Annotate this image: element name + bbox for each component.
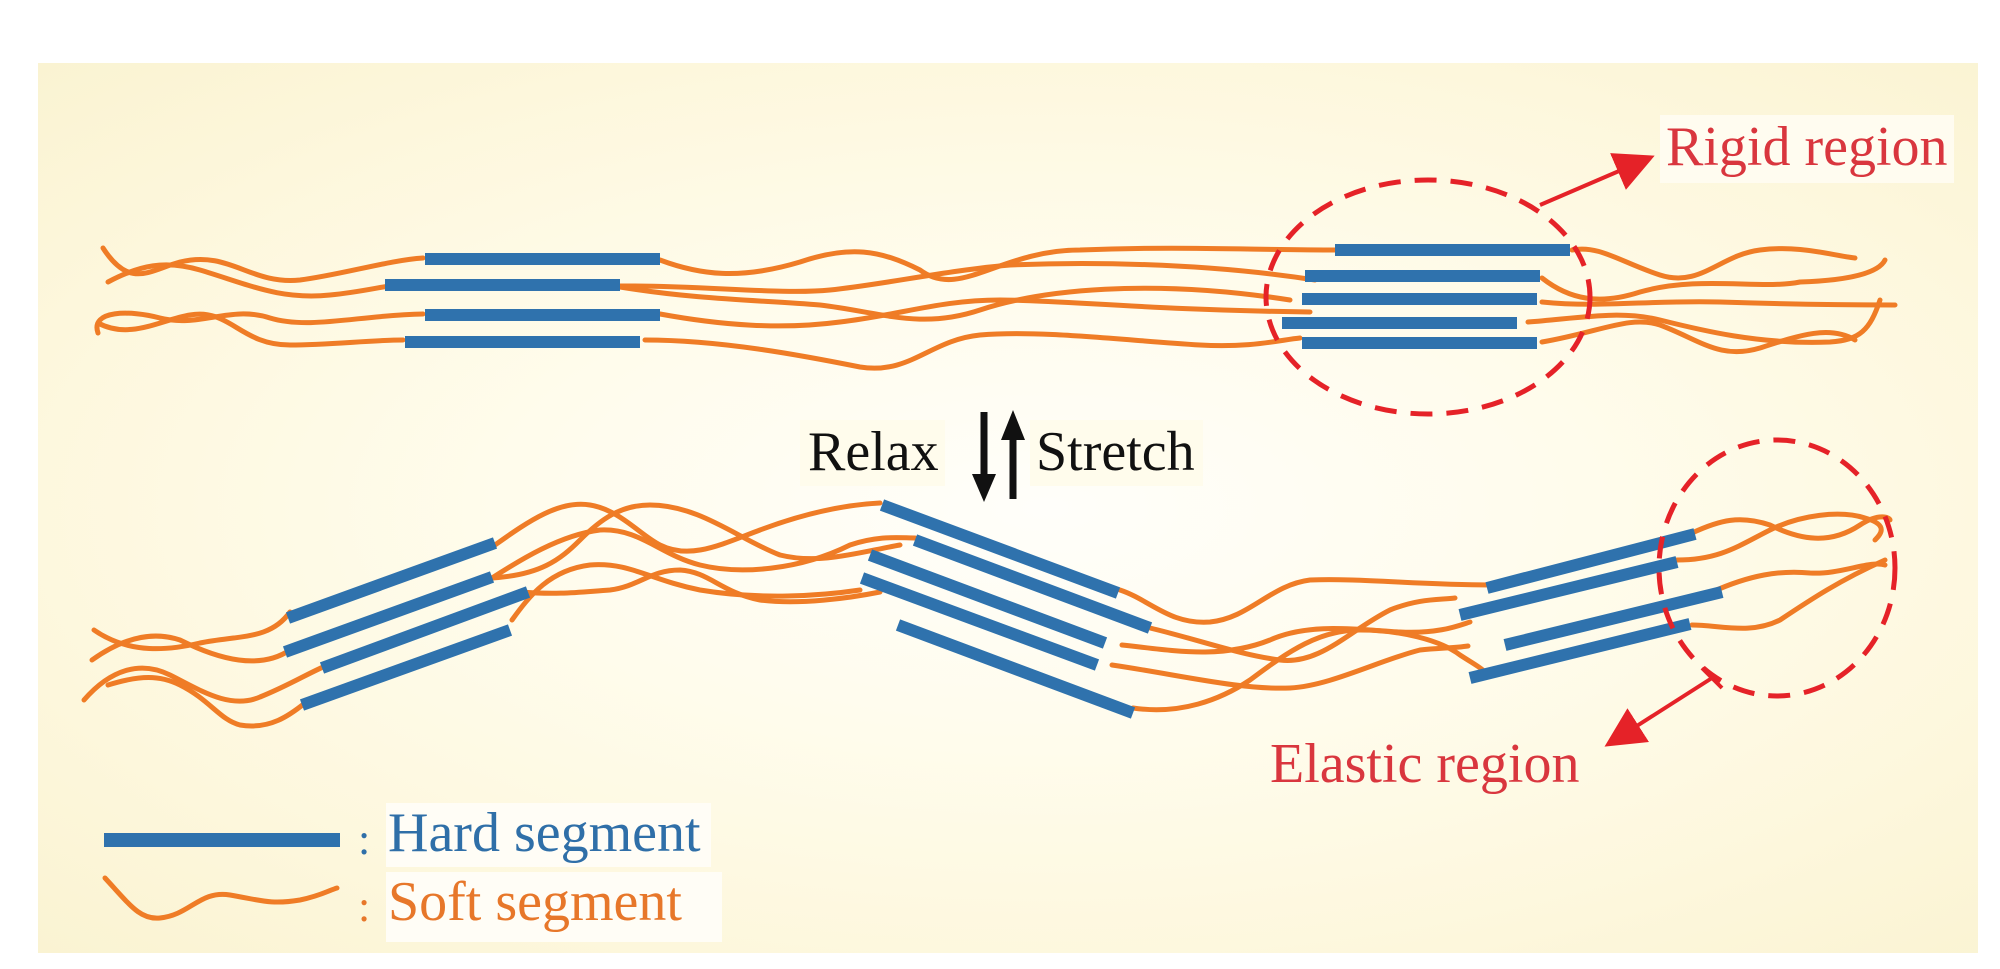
soft-segment — [89, 633, 308, 664]
soft-segment — [1109, 643, 1471, 691]
stretch-label: Stretch — [1030, 420, 1203, 486]
soft-segment — [1689, 514, 1893, 541]
arrow-up-icon — [1001, 410, 1025, 499]
relaxed-hard-segments — [282, 499, 1724, 719]
soft-segment — [657, 245, 1341, 283]
soft-segment — [517, 567, 883, 605]
rigid-region-highlight — [1263, 177, 1593, 417]
hard-segment — [912, 534, 1153, 634]
legend-soft-colon: : — [358, 882, 371, 931]
soft-segment — [1709, 561, 1888, 595]
hard-segment — [319, 586, 531, 674]
soft-segment — [617, 284, 1293, 322]
hard-segment — [285, 537, 498, 624]
soft-segment — [94, 310, 426, 336]
soft-segment — [489, 527, 918, 581]
soft-segment — [1525, 297, 1883, 345]
soft-segment — [1539, 319, 1858, 355]
soft-segment — [1119, 619, 1473, 655]
stretched-state — [94, 245, 1898, 371]
hard-segment — [299, 624, 513, 711]
soft-segment — [492, 500, 883, 554]
legend-soft-segment-label: Soft segment — [386, 872, 722, 942]
soft-segment — [100, 245, 426, 283]
figure-background — [38, 63, 1978, 953]
relax-label: Relax — [800, 420, 945, 486]
rigid-region-label: Rigid region — [1660, 115, 1954, 183]
hard-segment — [282, 571, 495, 658]
relaxed-state — [81, 500, 1893, 729]
soft-segment — [509, 562, 863, 623]
elastic-region-pointer-arrow — [1604, 666, 1724, 747]
soft-segment — [81, 661, 333, 704]
hard-segment — [859, 572, 1100, 671]
soft-segment — [1674, 511, 1884, 563]
hard-segment — [1503, 586, 1724, 651]
soft-segment — [1147, 595, 1458, 663]
soft-segment — [657, 297, 1313, 329]
hard-segment — [1468, 618, 1692, 684]
relax-stretch-arrows — [972, 410, 1025, 502]
hard-segment — [879, 499, 1121, 599]
soft-segment — [489, 502, 903, 581]
rigid-region-pointer-arrow — [1539, 153, 1655, 207]
stretched-hard-segments — [385, 244, 1570, 349]
soft-segment — [91, 609, 293, 652]
elastic-region-label: Elastic region — [1270, 733, 1580, 795]
soft-segment — [1569, 246, 1858, 281]
soft-segment — [105, 262, 393, 299]
soft-segment — [1130, 627, 1487, 713]
soft-segment — [1117, 577, 1493, 625]
soft-segment — [95, 311, 406, 348]
hard-segment — [867, 549, 1108, 649]
soft-segment — [105, 675, 308, 729]
legend-soft-segment-symbol — [102, 875, 340, 921]
soft-segment — [1689, 557, 1888, 631]
elastic-region-highlight — [1656, 437, 1898, 699]
hard-segment — [895, 619, 1136, 719]
legend-hard-colon: : — [358, 815, 371, 864]
hard-segment — [1458, 556, 1679, 621]
legend-hard-segment-label: Hard segment — [386, 803, 711, 867]
soft-segment — [617, 261, 1318, 294]
soft-segment — [642, 331, 1303, 371]
soft-segment — [1539, 299, 1898, 308]
arrow-down-icon — [972, 412, 996, 502]
